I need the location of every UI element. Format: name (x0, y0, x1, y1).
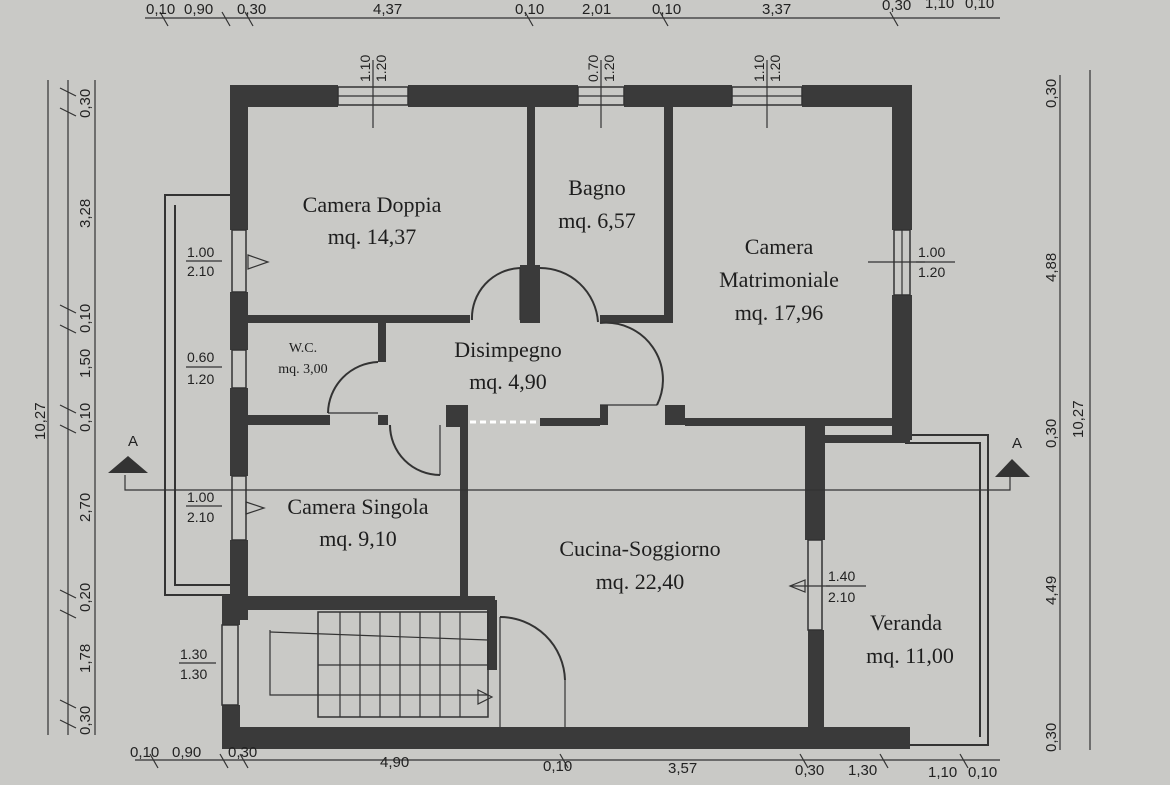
dim-left-5: 2,70 (77, 493, 94, 522)
dim-bottom-7: 1,30 (848, 762, 877, 779)
dimensions-top: 0,10 0,90 0,30 4,37 0,10 2,01 0,10 3,37 … (146, 0, 994, 18)
room-bagno-area: mq. 6,57 (558, 208, 636, 233)
room-matrimoniale-area: mq. 17,96 (735, 300, 824, 325)
dimensions-right: 0,30 4,88 0,30 4,49 0,30 10,27 (1043, 79, 1087, 752)
dim-left-4: 0,10 (77, 403, 94, 432)
dim-top-9: 1,10 (925, 0, 954, 12)
opening-top1-w: 1.10 (357, 55, 373, 82)
dim-left-3: 1,50 (77, 349, 94, 378)
dim-bottom-5: 3,57 (668, 760, 697, 777)
dim-top-2: 0,30 (237, 1, 266, 18)
walls (222, 85, 912, 749)
opening-matrimoniale-h: 1.20 (918, 264, 945, 280)
dim-top-8: 0,30 (882, 0, 911, 14)
room-bagno-name: Bagno (568, 175, 625, 200)
dim-bottom-0: 0,10 (130, 744, 159, 761)
opening-top2-h: 1.20 (601, 55, 617, 82)
dim-right-1: 4,88 (1043, 253, 1060, 282)
opening-singola-h: 2.10 (187, 509, 214, 525)
opening-labels: 1.00 2.10 0.60 1.20 1.00 2.10 1.30 1.30 … (179, 55, 955, 682)
room-camera-singola-area: mq. 9,10 (319, 526, 397, 551)
room-veranda-area: mq. 11,00 (866, 643, 954, 668)
dim-right-0: 0,30 (1043, 79, 1060, 108)
room-cucina-soggiorno-area: mq. 22,40 (596, 569, 685, 594)
window-openings (221, 60, 925, 706)
dim-right-2: 0,30 (1043, 419, 1060, 448)
dim-bottom-6: 0,30 (795, 762, 824, 779)
dim-left-total: 10,27 (32, 402, 49, 440)
dim-left-7: 1,78 (77, 644, 94, 673)
room-camera-singola-name: Camera Singola (287, 494, 428, 519)
room-disimpegno-name: Disimpegno (454, 337, 562, 362)
opening-wc-h: 1.20 (187, 371, 214, 387)
opening-singola-w: 1.00 (187, 489, 214, 505)
room-disimpegno-area: mq. 4,90 (469, 369, 547, 394)
section-marker-left: A (128, 433, 138, 450)
dim-top-0: 0,10 (146, 1, 175, 18)
dim-top-4: 0,10 (515, 1, 544, 18)
opening-stair-w: 1.30 (180, 646, 207, 662)
dimensions-left: 0,30 3,28 0,10 1,50 0,10 2,70 0,20 1,78 … (32, 89, 94, 735)
dim-bottom-9: 0,10 (968, 764, 997, 781)
room-matrimoniale-name2: Matrimoniale (719, 267, 839, 292)
opening-top2-w: 0.70 (585, 55, 601, 82)
opening-doppia-w: 1.00 (187, 244, 214, 260)
dim-bottom-1: 0,90 (172, 744, 201, 761)
opening-cucina-h: 2.10 (828, 589, 855, 605)
dim-bottom-4: 0,10 (543, 758, 572, 775)
dim-top-7: 3,37 (762, 1, 791, 18)
opening-wc-w: 0.60 (187, 349, 214, 365)
opening-stair-h: 1.30 (180, 666, 207, 682)
room-wc-name: W.C. (289, 341, 317, 356)
dim-right-4: 0,30 (1043, 723, 1060, 752)
dim-right-3: 4,49 (1043, 576, 1060, 605)
dimensions-bottom: 0,10 0,90 0,30 4,90 0,10 3,57 0,30 1,30 … (130, 744, 997, 781)
dim-top-6: 0,10 (652, 1, 681, 18)
room-matrimoniale-name1: Camera (745, 234, 814, 259)
dim-top-1: 0,90 (184, 1, 213, 18)
dim-left-6: 0,20 (77, 583, 94, 612)
section-marker-right: A (1012, 435, 1022, 452)
opening-top3-h: 1.20 (767, 55, 783, 82)
opening-top1-h: 1.20 (373, 55, 389, 82)
room-veranda-name: Veranda (870, 610, 942, 635)
room-camera-doppia-name: Camera Doppia (303, 192, 442, 217)
section-line (108, 254, 1030, 593)
outer-thin-outline (164, 194, 989, 746)
room-wc-area: mq. 3,00 (278, 362, 327, 377)
dim-bottom-2: 0,30 (228, 744, 257, 761)
dim-left-2: 0,10 (77, 304, 94, 333)
opening-matrimoniale-w: 1.00 (918, 244, 945, 260)
door-swings (327, 266, 664, 727)
dim-bottom-8: 1,10 (928, 764, 957, 781)
dim-top-5: 2,01 (582, 1, 611, 18)
dim-left-1: 3,28 (77, 199, 94, 228)
opening-cucina-w: 1.40 (828, 568, 855, 584)
opening-top3-w: 1.10 (751, 55, 767, 82)
dim-right-total: 10,27 (1070, 400, 1087, 438)
dim-left-0: 0,30 (77, 89, 94, 118)
dim-top-10: 0,10 (965, 0, 994, 12)
dim-left-8: 0,30 (77, 706, 94, 735)
room-camera-doppia-area: mq. 14,37 (328, 224, 417, 249)
staircase (269, 611, 494, 718)
opening-doppia-h: 2.10 (187, 263, 214, 279)
dim-bottom-3: 4,90 (380, 754, 409, 771)
dimension-lines (47, 11, 1091, 769)
room-cucina-soggiorno-name: Cucina-Soggiorno (559, 536, 720, 561)
dim-top-3: 4,37 (373, 1, 402, 18)
